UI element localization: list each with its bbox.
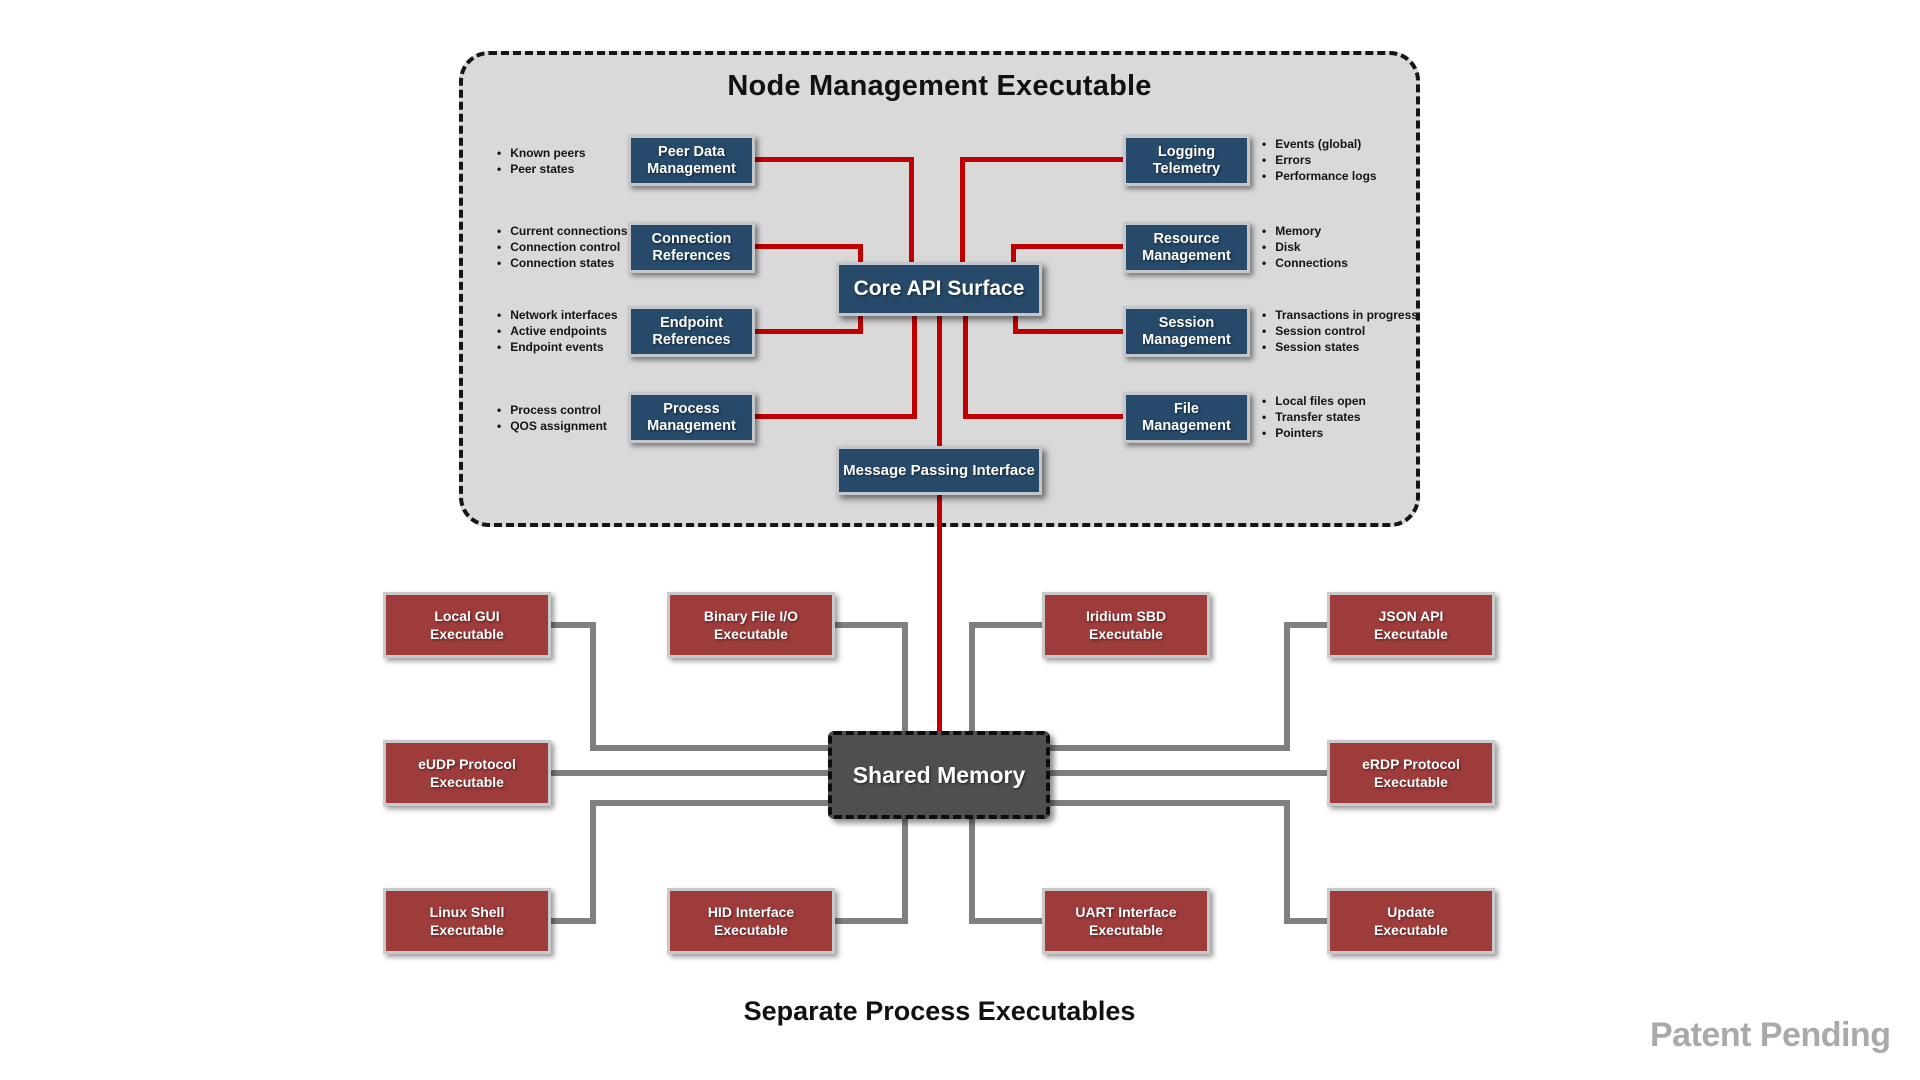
patent-pending-watermark: Patent Pending	[1650, 1016, 1891, 1054]
node-shared-memory: Shared Memory	[828, 731, 1050, 819]
node-message-passing-interface: Message Passing Interface	[836, 446, 1042, 495]
connector-peer-data-v	[909, 157, 914, 263]
connector-hid-v	[902, 819, 908, 924]
connector-binary-v	[902, 622, 908, 731]
connector-linux-shell-h1	[551, 918, 596, 924]
connector-update-v	[1284, 800, 1290, 924]
connector-json-v	[1284, 622, 1290, 751]
connector-logging-h	[960, 157, 1123, 162]
bullets-endpoint: Network interfaces Active endpoints Endp…	[497, 307, 617, 355]
connector-endpoint-h	[755, 329, 863, 334]
connector-local-gui-v	[590, 622, 596, 751]
connector-file-h	[963, 414, 1123, 419]
connector-update-h2	[1050, 800, 1290, 806]
connector-resource-v	[1011, 244, 1016, 263]
connector-resource-h	[1011, 244, 1123, 249]
bullets-resource: Memory Disk Connections	[1262, 223, 1348, 271]
bullets-connection: Current connections Connection control C…	[497, 223, 627, 271]
connector-iridium-v	[969, 622, 975, 731]
connector-eudp-h	[551, 770, 828, 776]
connector-endpoint-v	[858, 315, 863, 334]
connector-connection-v	[858, 244, 863, 263]
connector-uart-v	[969, 819, 975, 924]
connector-local-gui-h2	[590, 745, 828, 751]
connector-session-h	[1013, 329, 1123, 334]
caption-separate-process-executables: Separate Process Executables	[743, 996, 1136, 1026]
bullets-peer-data: Known peers Peer states	[497, 145, 585, 177]
connector-logging-v	[960, 157, 965, 263]
connector-session-v	[1013, 315, 1018, 334]
connector-linux-shell-h2	[590, 800, 828, 806]
connector-connection-h	[755, 244, 863, 249]
bullets-process: Process control QOS assignment	[497, 402, 607, 434]
connector-json-h2	[1050, 745, 1290, 751]
connector-process-v	[912, 315, 917, 419]
connector-linux-shell-v	[590, 800, 596, 924]
connector-update-h1	[1284, 918, 1327, 924]
bullets-logging: Events (global) Errors Performance logs	[1262, 136, 1376, 184]
connector-file-v	[963, 315, 968, 419]
connector-core-trunk-v	[937, 316, 942, 731]
connector-local-gui-h1	[551, 622, 596, 628]
connector-erdp-h	[1050, 770, 1327, 776]
connector-uart-h	[969, 918, 1042, 924]
container-title: Node Management Executable	[727, 70, 1152, 102]
connector-process-h	[755, 414, 917, 419]
bullets-file: Local files open Transfer states Pointer…	[1262, 393, 1366, 441]
bullets-session: Transactions in progress Session control…	[1262, 307, 1418, 355]
connector-binary-h	[835, 622, 908, 628]
node-core-api-surface: Core API Surface	[836, 262, 1042, 316]
connector-hid-h	[835, 918, 908, 924]
connector-peer-data-h	[755, 157, 914, 162]
connector-iridium-h	[969, 622, 1042, 628]
connector-json-h1	[1284, 622, 1327, 628]
